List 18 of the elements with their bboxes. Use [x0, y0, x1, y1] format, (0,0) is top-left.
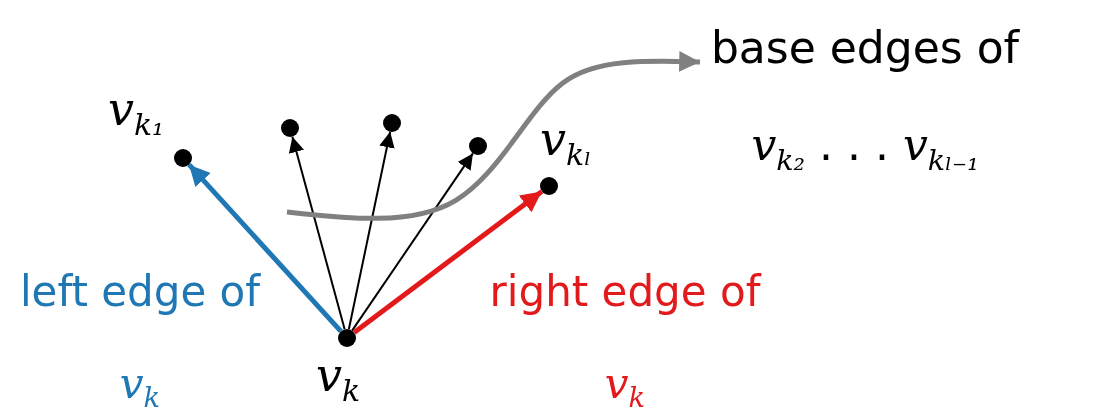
arrow	[351, 152, 474, 332]
vertex-dot	[540, 177, 558, 195]
annotation-text: base edges of v$_{k₂}$ . . . v$_{kₗ₋₁}$	[700, 0, 1030, 194]
vertex-dot	[281, 119, 299, 137]
vertex-label: v$_{k}$	[316, 348, 361, 409]
edge-caption: left edge of v$_{k}$	[18, 266, 262, 416]
arrow	[288, 135, 346, 331]
arrow	[352, 189, 544, 335]
arrow	[187, 162, 343, 334]
vertex-dot	[338, 329, 356, 347]
vertex-dot	[383, 114, 401, 132]
vertex-label: v$_{kₗ}$	[540, 112, 592, 173]
edge-caption: right edge of v$_{k}$	[488, 266, 763, 416]
vertex-dot	[174, 149, 192, 167]
arrow	[286, 51, 701, 221]
arrow	[347, 130, 395, 331]
vertex-label: v$_{k₁}$	[108, 82, 165, 143]
vertex-dot	[469, 137, 487, 155]
